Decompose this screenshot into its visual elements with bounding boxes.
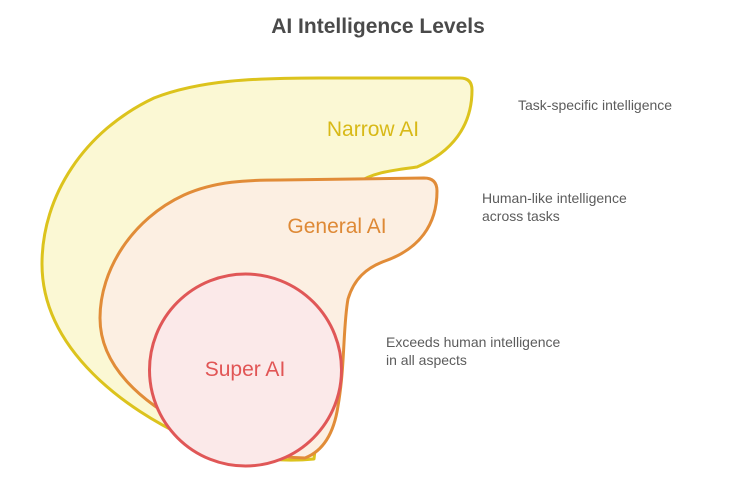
narrow-ai-annotation: Task-specific intelligence: [518, 97, 672, 113]
general-ai-label: General AI: [287, 215, 386, 238]
general-ai-annotation: Human-like intelligence across tasks: [482, 190, 627, 224]
super-ai-shape: [148, 272, 343, 468]
super-ai-annotation-line2: in all aspects: [386, 352, 467, 368]
super-ai-annotation-line1: Exceeds human intelligence: [386, 334, 561, 350]
narrow-ai-label: Narrow AI: [327, 118, 419, 141]
super-ai-shape-group: [148, 272, 343, 468]
general-ai-annotation-line2: across tasks: [482, 208, 560, 224]
general-ai-annotation-line1: Human-like intelligence: [482, 190, 627, 206]
diagram-title: AI Intelligence Levels: [271, 15, 485, 38]
super-ai-annotation: Exceeds human intelligence in all aspect…: [386, 334, 561, 368]
super-ai-label: Super AI: [205, 358, 286, 381]
